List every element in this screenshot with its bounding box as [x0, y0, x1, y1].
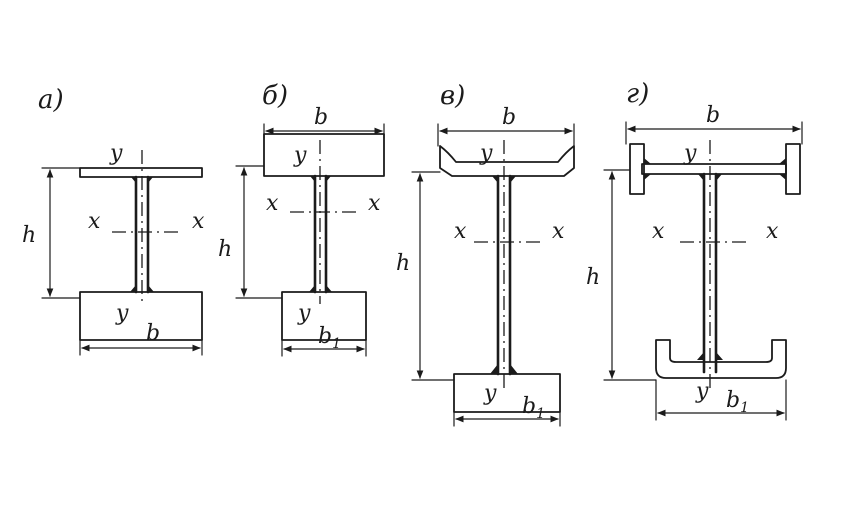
panel-v-caption: в)	[440, 81, 465, 111]
panel-a-caption: а)	[38, 85, 64, 115]
panel-b-axis-x-label-left: x	[266, 191, 279, 216]
panel-g-axis-x-label-left: x	[652, 219, 665, 244]
panel-v-axis-y-label-top: y	[479, 141, 493, 166]
panel-g-h-label: h	[586, 265, 600, 290]
panel-g-top-end-plate-left	[629, 143, 645, 195]
panel-g-b1-label: b1	[726, 388, 749, 416]
panel-v: в) b y y x x h b1	[396, 81, 575, 427]
panel-v-top-flange	[439, 145, 575, 177]
panel-v-b1-main: b	[522, 394, 536, 419]
panel-v-h-label: h	[396, 251, 410, 276]
panel-b-b1-main: b	[318, 324, 332, 349]
panel-v-axis-y-label-bottom: y	[483, 381, 497, 406]
panel-b-h-label: h	[218, 237, 232, 262]
panel-a-h-label: h	[22, 223, 36, 248]
panel-a-axis-y-label-top: y	[109, 141, 123, 166]
panel-v-b-label: b	[502, 105, 516, 130]
panel-b: б) b y y x x h b1	[218, 81, 385, 357]
panel-g-b-label: b	[706, 103, 720, 128]
panel-b-caption: б)	[262, 81, 288, 111]
panel-b-b1-sub: 1	[332, 336, 341, 352]
panel-g-axis-y-label-top: y	[683, 141, 697, 166]
panel-v-axis-x-label-right: x	[552, 219, 565, 244]
panel-a-b-label: b	[146, 321, 160, 346]
panel-a-axis-x-label-left: x	[88, 209, 101, 234]
panel-b-bottom-flange	[281, 291, 367, 341]
panel-a-bottom-flange	[79, 291, 203, 341]
panel-b-axis-y-label-top: y	[293, 143, 307, 168]
panel-g: г) b y y x x h b1	[586, 79, 803, 421]
panel-g-top-end-plate-right	[785, 143, 801, 195]
panel-g-caption: г)	[626, 79, 649, 109]
panel-g-bottom-channel	[655, 339, 787, 379]
panel-g-b1-main: b	[726, 388, 740, 413]
panel-g-axis-y-label-bottom: y	[695, 379, 709, 404]
panel-b-b1-label: b1	[318, 324, 341, 352]
panel-a-axis-y-label-bottom: y	[115, 301, 129, 326]
panel-b-b-label: b	[314, 105, 328, 130]
panel-v-axis-x-label-left: x	[454, 219, 467, 244]
panel-g-top-plate	[641, 163, 787, 175]
panel-a-top-flange	[79, 167, 203, 178]
panel-v-b1-sub: 1	[536, 406, 545, 422]
panel-b-axis-y-label-bottom: y	[297, 301, 311, 326]
panel-g-axis-x-label-right: x	[766, 219, 779, 244]
panel-g-b1-sub: 1	[740, 400, 749, 416]
panel-a-axis-x-label-right: x	[192, 209, 205, 234]
panel-b-axis-x-label-right: x	[368, 191, 381, 216]
panel-v-bottom-flange	[453, 373, 561, 413]
panel-a: а) y y x x h b	[22, 85, 205, 356]
panel-b-top-flange	[263, 133, 385, 177]
panel-v-b1-label: b1	[522, 394, 545, 422]
